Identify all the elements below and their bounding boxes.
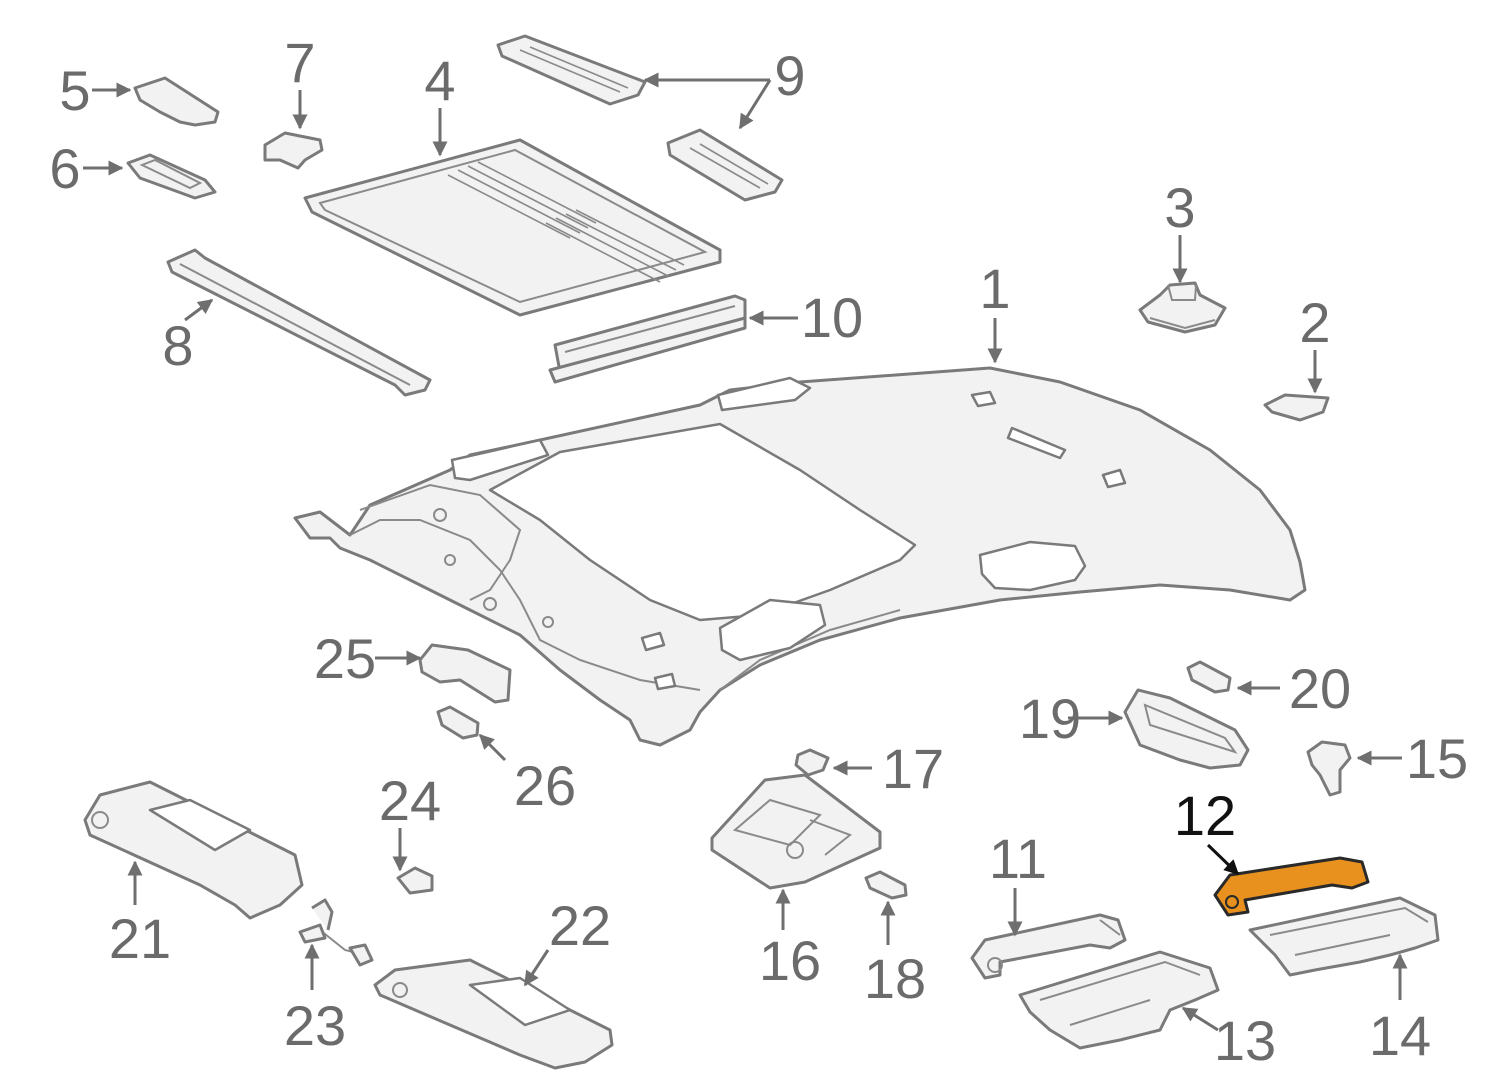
bulb-20-part — [1186, 660, 1232, 694]
sunroof-panel-part — [303, 138, 722, 317]
push-clip-part — [1306, 740, 1352, 797]
lamp-housing-part — [418, 643, 512, 704]
headliner-pad-top-part — [496, 34, 647, 106]
callout-26: 26 — [514, 754, 576, 817]
trim-clip-part — [1263, 393, 1330, 422]
handle-bracket-part — [1018, 950, 1220, 1050]
cover-cap-part — [133, 76, 220, 127]
retainer-clip-part — [263, 131, 324, 170]
callout-20: 20 — [1289, 657, 1351, 720]
callout-8: 8 — [162, 314, 193, 377]
callout-16: 16 — [759, 929, 821, 992]
grab-handle-highlighted-part — [1213, 856, 1370, 917]
callout-18: 18 — [864, 947, 926, 1010]
mount-bracket-part — [1138, 281, 1227, 334]
bulb-17-part — [794, 748, 830, 777]
visor-clip-part — [396, 866, 434, 895]
handle-bracket-rear-part — [1248, 896, 1440, 977]
leader-lines — [83, 72, 1408, 1032]
grab-handle-part — [970, 913, 1127, 980]
callout-19: 19 — [1019, 687, 1081, 750]
callout-labels: 1 2 3 4 5 6 7 8 9 10 11 12 13 14 15 16 1… — [49, 31, 1468, 1072]
callout-7: 7 — [284, 31, 315, 94]
callout-9: 9 — [774, 44, 805, 107]
headliner-part — [293, 366, 1307, 747]
reading-lamp-part — [1123, 688, 1250, 770]
callout-14: 14 — [1369, 1004, 1431, 1067]
callout-17: 17 — [882, 737, 944, 800]
callout-25: 25 — [314, 627, 376, 690]
visor-harness-part — [298, 898, 374, 967]
callout-6: 6 — [49, 137, 80, 200]
sun-visor-left-part — [83, 780, 304, 920]
overhead-console-part — [710, 773, 882, 890]
headliner-pad-bottom-part — [666, 128, 784, 202]
callout-13: 13 — [1214, 1009, 1276, 1072]
callout-21: 21 — [109, 907, 171, 970]
sun-visor-right-part — [373, 958, 614, 1070]
callout-3: 3 — [1164, 176, 1195, 239]
bulb-18-part — [864, 870, 908, 900]
callout-24: 24 — [379, 769, 441, 832]
callout-12: 12 — [1174, 784, 1236, 847]
bulb-26-part — [436, 705, 480, 740]
callout-2: 2 — [1299, 291, 1330, 354]
front-trim-rail-part — [548, 294, 747, 384]
callout-10: 10 — [801, 286, 863, 349]
callout-23: 23 — [284, 994, 346, 1057]
callout-22: 22 — [549, 894, 611, 957]
callout-4: 4 — [424, 49, 455, 112]
callout-15: 15 — [1406, 727, 1468, 790]
lens-cover-part — [126, 153, 217, 200]
callout-1: 1 — [979, 257, 1010, 320]
wind-deflector-strip-part — [166, 248, 432, 397]
callout-11: 11 — [989, 827, 1047, 890]
callout-5: 5 — [59, 59, 90, 122]
